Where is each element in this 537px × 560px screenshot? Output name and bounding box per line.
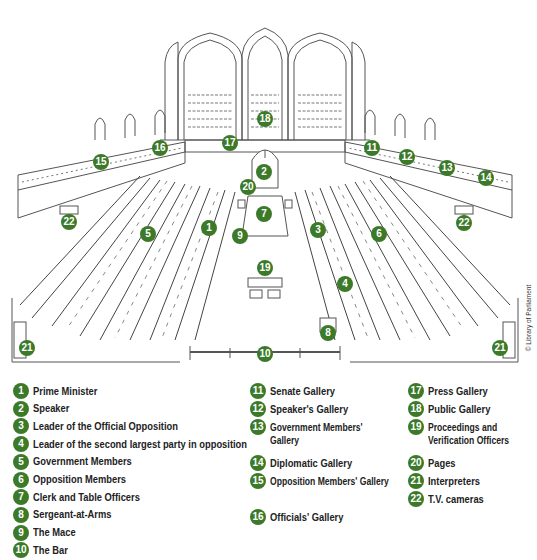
legend-number: 17 (408, 383, 424, 399)
legend-number: 2 (13, 401, 29, 417)
legend-text: Officials' Gallery (270, 511, 343, 524)
callout-number: 5 (140, 226, 156, 242)
legend-number: 20 (408, 455, 424, 471)
callout-number: 16 (152, 140, 168, 156)
callout-number: 11 (364, 140, 380, 156)
legend-number: 14 (250, 455, 266, 471)
callout-number: 21 (19, 340, 35, 356)
legend-text: Proceedings and Verification Officers (428, 421, 532, 447)
legend-number: 18 (408, 401, 424, 417)
legend-text: Pages (428, 457, 456, 470)
callout-number: 21 (492, 340, 508, 356)
legend-text: Speaker's Gallery (270, 403, 348, 416)
legend-number: 13 (250, 419, 266, 435)
callout-number: 22 (61, 214, 77, 230)
legend-number: 22 (408, 491, 424, 507)
callout-number: 13 (439, 160, 455, 176)
legend-number: 15 (250, 473, 266, 489)
callout-number: 15 (93, 154, 109, 170)
legend-number: 16 (250, 509, 266, 525)
legend-number: 11 (250, 383, 266, 399)
legend-text: Senate Gallery (270, 385, 335, 398)
legend-number: 5 (13, 454, 29, 470)
callout-number: 17 (222, 135, 238, 151)
legend-number: 12 (250, 401, 266, 417)
legend-text: Sergeant-at-Arms (33, 508, 111, 521)
callout-number: 20 (240, 179, 256, 195)
legend-text: T.V. cameras (428, 493, 484, 506)
legend-text: The Mace (33, 526, 76, 539)
legend-number: 7 (13, 489, 29, 505)
legend-number: 21 (408, 473, 424, 489)
legend-number: 4 (13, 436, 29, 452)
legend-number: 1 (13, 383, 29, 399)
legend-text: Press Gallery (428, 385, 488, 398)
legend-number: 3 (13, 418, 29, 434)
legend-text: The Bar (33, 544, 68, 557)
callout-number: 1 (201, 220, 217, 236)
legend-text: Government Members' Gallery (270, 421, 390, 447)
callout-number: 19 (257, 260, 273, 276)
legend-text: Interpreters (428, 475, 480, 488)
legend-number: 6 (13, 472, 29, 488)
legend-text: Leader of the second largest party in op… (33, 438, 247, 451)
callout-number: 8 (320, 325, 336, 341)
legend-text: Prime Minister (33, 385, 97, 398)
callout-number: 10 (257, 346, 273, 362)
callout-number: 3 (310, 222, 326, 238)
callout-number: 22 (456, 215, 472, 231)
legend-text: Clerk and Table Officers (33, 491, 140, 504)
callout-number: 7 (256, 206, 272, 222)
legend-text: Government Members (33, 455, 132, 468)
legend-number: 9 (13, 525, 29, 541)
callout-number: 6 (371, 226, 387, 242)
callout-number: 14 (478, 170, 494, 186)
legend-text: Opposition Members' Gallery (270, 475, 390, 488)
legend-number: 19 (408, 419, 424, 435)
callout-number: 9 (232, 228, 248, 244)
legend-text: Public Gallery (428, 403, 490, 416)
legend-text: Leader of the Official Opposition (33, 420, 178, 433)
callout-number: 4 (337, 276, 353, 292)
callout-number: 12 (399, 149, 415, 165)
callout-number: 2 (256, 164, 272, 180)
copyright-note: © Library of Parliament (525, 285, 532, 352)
callout-number: 18 (257, 111, 273, 127)
legend-number: 8 (13, 507, 29, 523)
legend-text: Speaker (33, 402, 69, 415)
legend-number: 10 (13, 542, 29, 558)
legend-text: Opposition Members (33, 473, 126, 486)
legend-text: Diplomatic Gallery (270, 457, 352, 470)
